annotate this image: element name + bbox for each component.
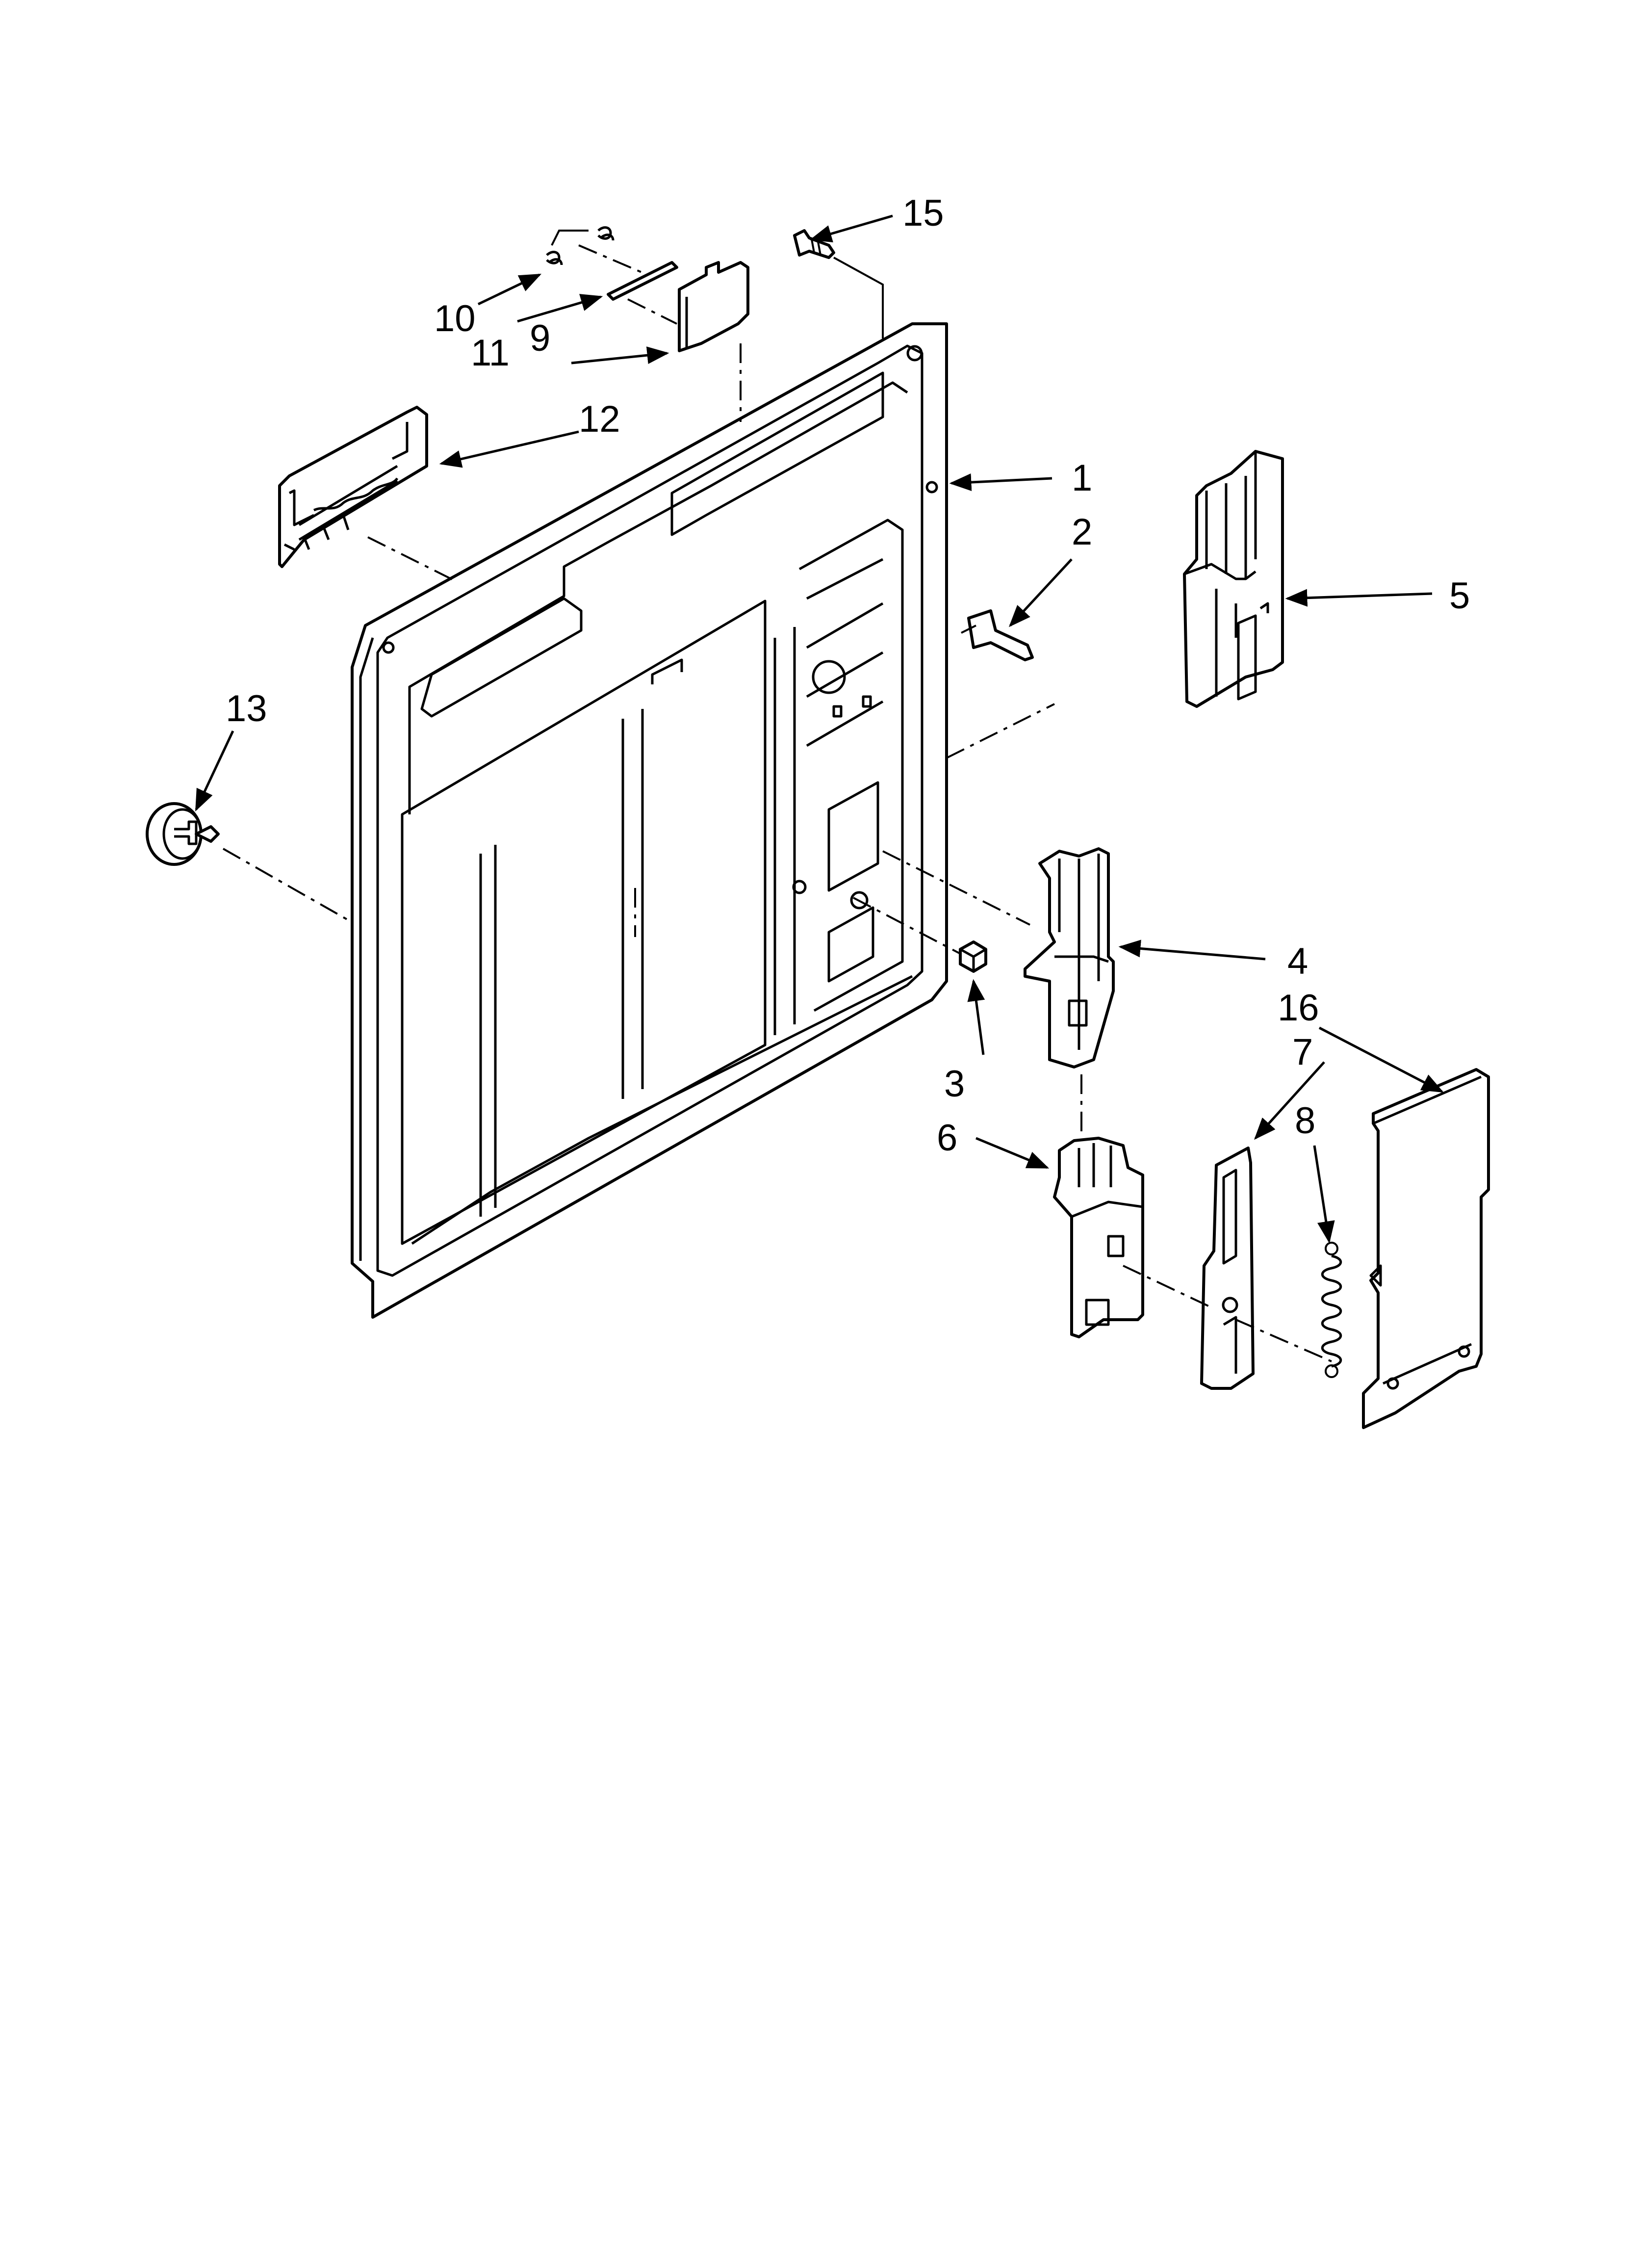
callout-12: 12	[579, 398, 620, 440]
callout-3: 3	[944, 1063, 965, 1105]
callout-5: 5	[1449, 575, 1470, 617]
part-5-latch-housing	[1183, 450, 1284, 708]
callout-2: 2	[1072, 511, 1092, 553]
callout-11: 11	[471, 332, 510, 374]
callout-4: 4	[1287, 940, 1308, 982]
part-15-screw	[793, 229, 835, 259]
part-6-lower-latch	[1053, 1137, 1144, 1338]
callout-6: 6	[937, 1117, 957, 1159]
callout-13: 13	[226, 688, 267, 730]
callout-10: 10	[434, 298, 476, 339]
callout-15: 15	[902, 192, 944, 234]
callout-1: 1	[1072, 457, 1092, 499]
part-2-pin	[961, 609, 1034, 661]
part-9-cover	[678, 261, 749, 352]
part-11-rod	[607, 261, 678, 301]
callout-8: 8	[1295, 1100, 1315, 1142]
part-8-spring	[1321, 1242, 1342, 1378]
part-4-latch	[1024, 847, 1115, 1069]
callout-16: 16	[1278, 987, 1319, 1029]
callout-7: 7	[1292, 1031, 1313, 1073]
part-16-side-panel	[1362, 1068, 1490, 1429]
part-13-roller	[146, 802, 220, 866]
part-12-handle-bracket	[278, 406, 428, 568]
part-10-screws	[546, 226, 615, 265]
callout-leaders	[195, 214, 1444, 1244]
inner-door-panel	[351, 322, 948, 1319]
assembly-lines	[223, 244, 1332, 1362]
callout-labels: 1 2 3 4 5 6 7 8 9 10 11 12 13 15 16	[226, 192, 1470, 1159]
callout-9: 9	[530, 317, 550, 359]
part-7-slide	[1200, 1147, 1255, 1390]
part-3-nut	[959, 940, 987, 973]
